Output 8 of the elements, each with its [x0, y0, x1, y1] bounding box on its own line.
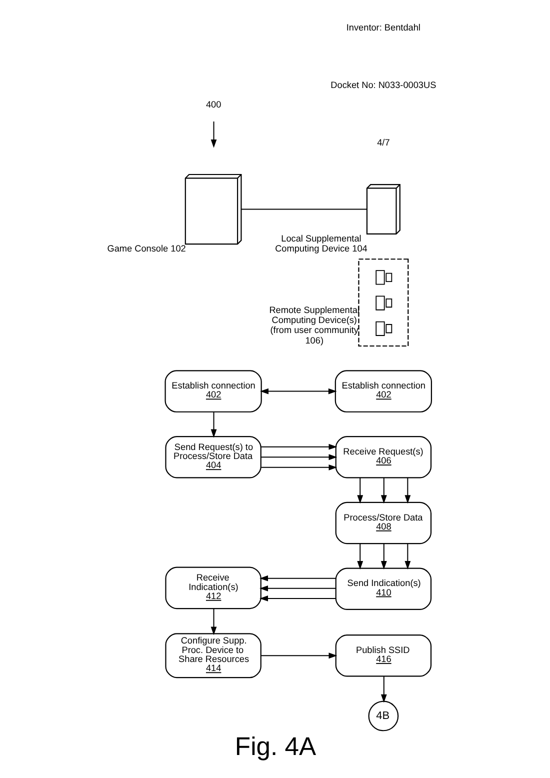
label: 4/7: [376, 138, 390, 148]
caption: Fig. 4A: [234, 732, 316, 761]
label: Inventor: Bentdahl: [346, 22, 420, 32]
node-label: Local Supplemental Computing Device 104: [274, 233, 367, 254]
node-text: 400: [205, 99, 221, 110]
node-label: Game Console 102: [106, 243, 186, 254]
node-label: Remote Supplemental Computing Device(s) (from user community 106): [268, 305, 360, 346]
label: Docket No: N033-0003US: [330, 80, 436, 90]
